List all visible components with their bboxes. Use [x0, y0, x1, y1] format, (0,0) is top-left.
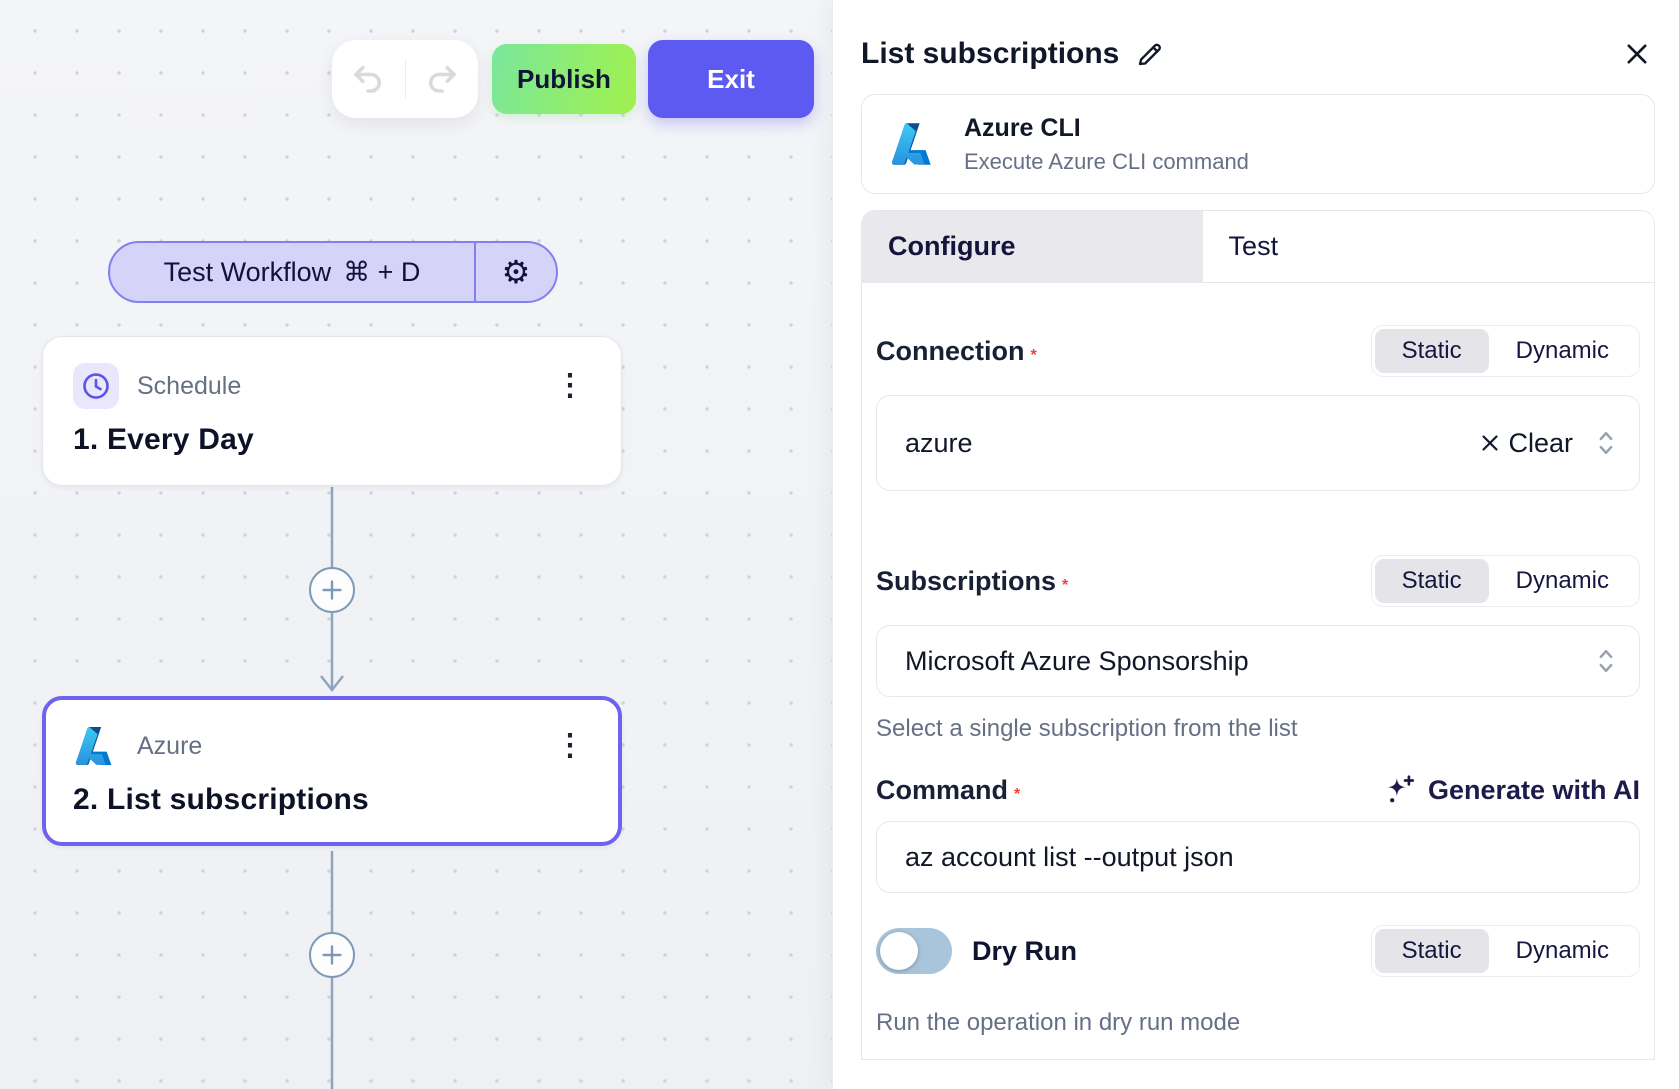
- panel-title: List subscriptions: [861, 37, 1120, 70]
- step-settings-panel: List subscriptions: [832, 0, 1679, 1089]
- dry-run-toggle[interactable]: [876, 928, 952, 974]
- gear-icon: ⚙: [501, 254, 531, 290]
- redo-button[interactable]: [406, 40, 479, 118]
- add-step-button[interactable]: [309, 567, 355, 613]
- test-workflow-pill[interactable]: Test Workflow ⌘ + D ⚙: [108, 241, 558, 303]
- exit-button[interactable]: Exit: [648, 40, 814, 118]
- test-workflow-shortcut: ⌘ + D: [343, 256, 421, 287]
- toggle-knob: [880, 932, 918, 970]
- publish-button[interactable]: Publish: [492, 44, 636, 114]
- node-menu-button[interactable]: ⋮: [555, 729, 585, 762]
- node-app-label: Schedule: [137, 371, 242, 400]
- connection-select[interactable]: azure Clear: [876, 395, 1640, 491]
- app-name: Azure CLI: [964, 113, 1081, 142]
- clear-x-icon: [1480, 433, 1500, 453]
- connection-label: Connection: [876, 335, 1025, 366]
- dry-run-label: Dry Run: [972, 935, 1078, 966]
- static-option[interactable]: Static: [1374, 559, 1489, 603]
- configure-test-container: Configure Test Connection * Static Dynami…: [861, 210, 1655, 1060]
- connection-static-dynamic-toggle: Static Dynamic: [1370, 325, 1640, 377]
- undo-icon: [350, 63, 386, 95]
- generate-with-ai-label: Generate with AI: [1427, 774, 1640, 805]
- subscriptions-select[interactable]: Microsoft Azure Sponsorship: [876, 625, 1640, 697]
- tab-configure[interactable]: Configure: [862, 211, 1203, 282]
- subscriptions-static-dynamic-toggle: Static Dynamic: [1370, 555, 1640, 607]
- workflow-settings-button[interactable]: ⚙: [476, 243, 556, 301]
- required-asterisk: *: [1030, 346, 1037, 364]
- subscriptions-value: Microsoft Azure Sponsorship: [905, 645, 1249, 676]
- static-option[interactable]: Static: [1374, 329, 1489, 373]
- undo-redo-toolbar: [332, 40, 478, 118]
- subscriptions-helper-text: Select a single subscription from the li…: [876, 715, 1298, 742]
- rename-step-button[interactable]: [1135, 39, 1165, 69]
- dynamic-option[interactable]: Dynamic: [1515, 337, 1609, 364]
- azure-logo-icon: [73, 723, 119, 769]
- clear-connection-button[interactable]: Clear: [1480, 428, 1573, 459]
- app-info-card: Azure CLI Execute Azure CLI command: [861, 94, 1655, 194]
- close-icon: [1623, 40, 1651, 68]
- clock-icon: [73, 363, 119, 409]
- workflow-node-azure[interactable]: Azure ⋮ 2. List subscriptions: [42, 696, 622, 846]
- app-description: Execute Azure CLI command: [964, 148, 1249, 174]
- required-asterisk: *: [1014, 785, 1021, 803]
- workflow-canvas[interactable]: Publish Exit Test Workflow ⌘ + D ⚙ Sched…: [0, 0, 832, 1089]
- static-option[interactable]: Static: [1374, 929, 1489, 973]
- tab-test[interactable]: Test: [1202, 211, 1654, 282]
- ai-sparkle-icon: [1382, 773, 1416, 807]
- command-input[interactable]: [876, 821, 1640, 893]
- workflow-connectors: [320, 487, 344, 1089]
- clear-label: Clear: [1508, 427, 1573, 458]
- dry-run-helper-text: Run the operation in dry run mode: [876, 1009, 1241, 1036]
- toolbar-divider: [404, 60, 406, 98]
- node-title: 2. List subscriptions: [73, 783, 369, 816]
- node-app-label: Azure: [137, 731, 203, 760]
- dry-run-static-dynamic-toggle: Static Dynamic: [1370, 925, 1640, 977]
- add-step-button[interactable]: [309, 932, 355, 978]
- generate-with-ai-button[interactable]: Generate with AI: [1382, 773, 1640, 807]
- node-menu-button[interactable]: ⋮: [555, 369, 585, 402]
- dynamic-option[interactable]: Dynamic: [1515, 567, 1609, 594]
- select-chevrons-icon: [1595, 428, 1617, 458]
- test-workflow-label: Test Workflow: [163, 256, 332, 287]
- workflow-node-schedule[interactable]: Schedule ⋮ 1. Every Day: [42, 336, 622, 486]
- test-workflow-button[interactable]: Test Workflow ⌘ + D: [110, 243, 476, 301]
- select-chevrons-icon: [1595, 646, 1617, 676]
- redo-icon: [424, 63, 460, 95]
- pencil-icon: [1135, 39, 1165, 69]
- command-label: Command: [876, 774, 1009, 805]
- subscriptions-label: Subscriptions: [876, 565, 1057, 596]
- azure-cli-logo-icon: [890, 120, 938, 168]
- connection-value: azure: [905, 427, 973, 458]
- node-title: 1. Every Day: [73, 423, 254, 456]
- dynamic-option[interactable]: Dynamic: [1515, 937, 1609, 964]
- close-panel-button[interactable]: [1619, 36, 1655, 72]
- required-asterisk: *: [1062, 576, 1069, 594]
- undo-button[interactable]: [332, 40, 405, 118]
